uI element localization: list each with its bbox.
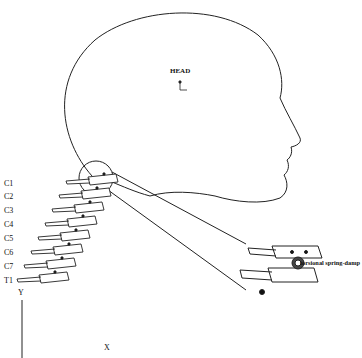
vertebra bbox=[52, 202, 104, 213]
joint-dot bbox=[89, 201, 91, 203]
vertebra bbox=[66, 174, 118, 185]
vertebra bbox=[38, 230, 90, 241]
head-axes bbox=[179, 81, 187, 90]
vertebra-label: C1 bbox=[4, 180, 13, 188]
vertebra-label: C5 bbox=[4, 235, 13, 243]
vertebra-label: C7 bbox=[4, 263, 13, 271]
vertebra bbox=[59, 188, 111, 199]
head-label: HEAD bbox=[170, 68, 190, 75]
head-outline bbox=[65, 13, 301, 202]
vertebra-label: C2 bbox=[4, 193, 13, 201]
vertebra-label: T1 bbox=[4, 277, 13, 285]
joint-dot bbox=[82, 215, 84, 217]
joint-dot bbox=[54, 271, 56, 273]
joint-dot bbox=[103, 173, 105, 175]
vertebra bbox=[31, 244, 83, 255]
spring-damper-label: torsional spring-damp bbox=[300, 260, 360, 266]
vertebra bbox=[24, 258, 76, 269]
vertebra bbox=[17, 272, 69, 283]
joint-dot bbox=[68, 243, 70, 245]
vertebra-label: C6 bbox=[4, 249, 13, 257]
zoom-line bbox=[108, 190, 246, 290]
zoom-detail bbox=[240, 246, 322, 295]
joint-dot bbox=[61, 257, 63, 259]
joint-dot bbox=[96, 187, 98, 189]
vertebra-label: C3 bbox=[4, 207, 13, 215]
axis-label: Y bbox=[18, 289, 24, 297]
vertebra bbox=[45, 216, 97, 227]
axis-label: X bbox=[104, 344, 110, 352]
joint-dot bbox=[75, 229, 77, 231]
vertebra-label: C4 bbox=[4, 221, 13, 229]
y-axis bbox=[22, 300, 23, 358]
